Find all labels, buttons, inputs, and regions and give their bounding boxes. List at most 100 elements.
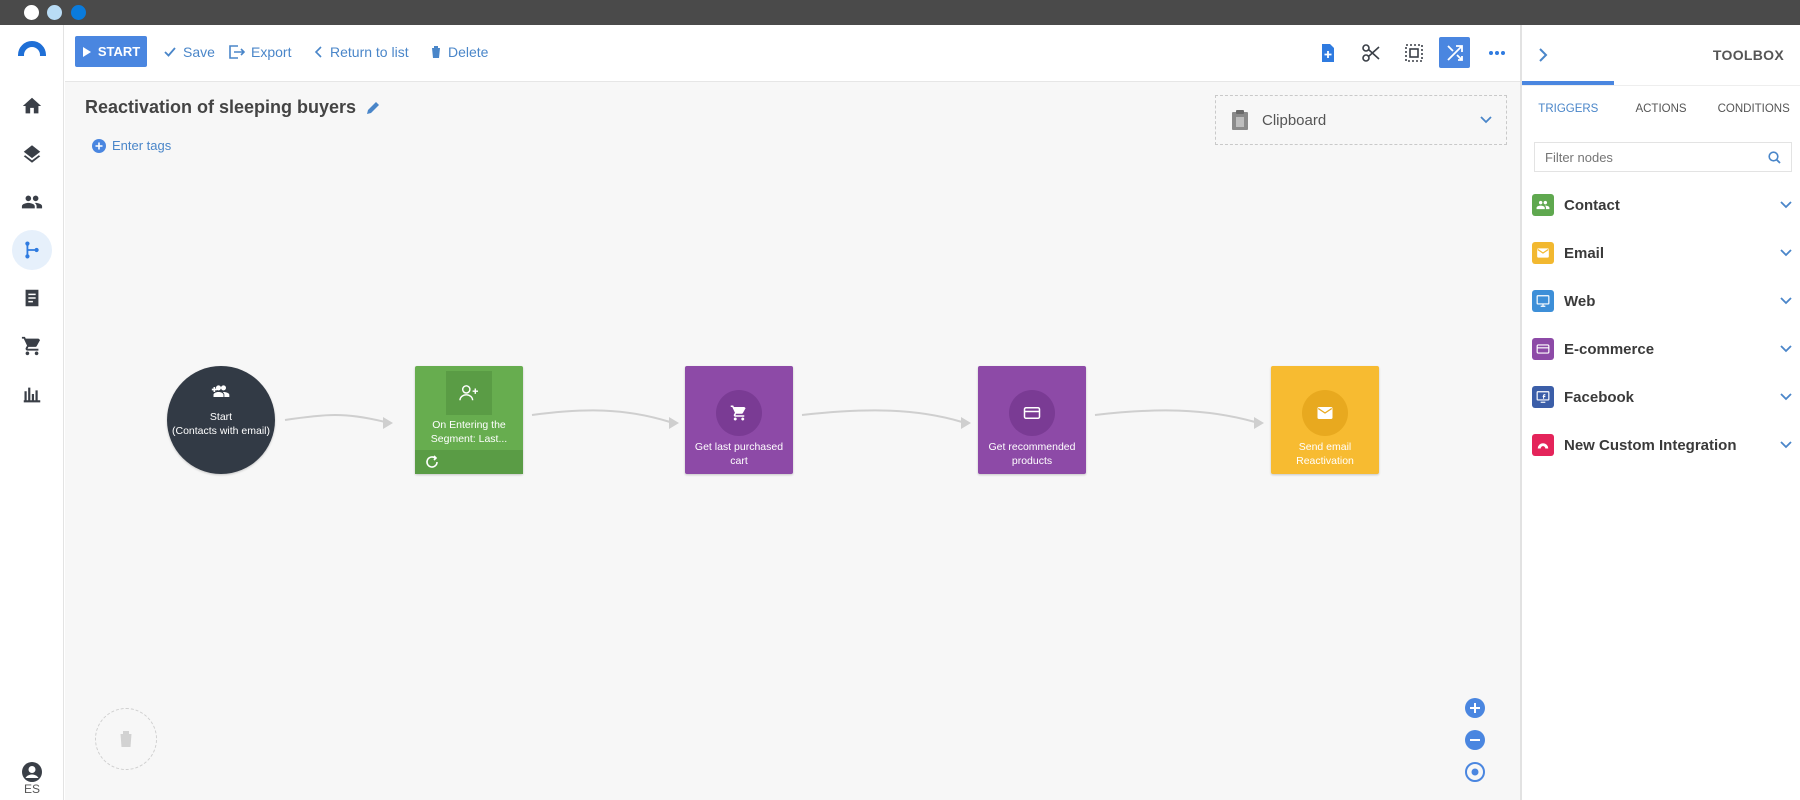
arrowhead-3 [961,417,971,429]
action-node-send-email[interactable]: Send email Reactivation [1271,366,1379,474]
zoom-out-button[interactable] [1465,730,1485,750]
trigger-icon-box [446,371,492,415]
nav-layers[interactable] [12,134,52,174]
edit-pencil-icon[interactable] [366,101,380,115]
ecommerce-category-icon [1532,338,1554,360]
workflow-icon [25,241,39,259]
chevron-down-icon [1780,393,1792,401]
add-circle-icon [92,138,106,153]
export-icon [229,44,245,59]
category-contact-label: Contact [1564,196,1620,214]
workflow-title: Reactivation of sleeping buyers [85,97,380,118]
action2-label: Get recommended products [988,441,1076,468]
category-facebook-label: Facebook [1564,388,1635,406]
delete-button-label: Delete [448,43,489,60]
select-area-icon [1404,43,1423,62]
card-icon [1023,407,1041,419]
filter-nodes-input[interactable] [1545,149,1768,165]
category-web[interactable]: Web [1532,286,1792,316]
category-custom-integration-label: New Custom Integration [1564,436,1737,454]
chevron-down-icon[interactable] [1480,116,1492,124]
language-code[interactable]: ES [23,782,40,796]
category-facebook[interactable]: Facebook [1532,382,1792,412]
category-web-label: Web [1564,292,1596,310]
category-email[interactable]: Email [1532,238,1792,268]
toolbox-header: TOOLBOX [1522,25,1800,85]
center-view-button[interactable] [1465,762,1485,782]
auto-layout-button[interactable] [1439,37,1470,68]
trigger-node-label: On Entering the Segment: Last... [430,419,508,446]
filter-nodes-field[interactable] [1534,142,1792,172]
trash-icon [431,45,441,58]
nav-reports[interactable] [12,374,52,414]
window-minimize-dot[interactable] [47,5,62,20]
chevron-left-icon [314,45,322,58]
nav-home[interactable] [12,86,52,126]
window-maximize-dot[interactable] [71,5,86,20]
start-node[interactable]: Start (Contacts with email) [167,366,275,474]
toolbox-tabs: TRIGGERS ACTIONS CONDITIONS [1522,85,1800,132]
tab-triggers[interactable]: TRIGGERS [1538,103,1599,115]
search-icon[interactable] [1768,150,1781,164]
zoom-in-button[interactable] [1465,698,1485,718]
arrowhead-1 [383,417,393,429]
toolbox-title: TOOLBOX [1712,47,1784,63]
more-icon [1488,50,1505,55]
layers-icon [23,145,41,163]
window-titlebar [0,0,1800,25]
add-page-button[interactable] [1312,37,1343,68]
chevron-down-icon [1780,201,1792,209]
action-node-last-cart[interactable]: Get last purchased cart [685,366,793,474]
save-button[interactable]: Save [163,36,215,67]
segment-refresh-icon [426,455,438,468]
delete-button[interactable]: Delete [430,36,488,67]
category-ecommerce[interactable]: E-commerce [1532,334,1792,364]
play-icon [82,46,91,57]
select-area-button[interactable] [1398,37,1429,68]
tab-conditions[interactable]: CONDITIONS [1717,103,1790,115]
cart-icon [730,405,746,421]
trigger-node-segment[interactable]: On Entering the Segment: Last... [415,366,523,474]
start-node-label: Start (Contacts with email) [171,411,271,438]
clipboard-panel[interactable]: Clipboard [1215,95,1507,145]
arrowhead-4 [1254,417,1264,429]
workflow-canvas[interactable]: Reactivation of sleeping buyers Enter ta… [65,82,1520,800]
return-to-list-label: Return to list [330,43,409,60]
trash-drop-zone[interactable] [95,708,157,770]
start-button[interactable]: START [75,36,147,67]
collapse-panel-chevron-icon[interactable] [1538,48,1548,62]
more-options-button[interactable] [1481,37,1512,68]
document-icon [25,289,39,307]
window-close-dot[interactable] [24,5,39,20]
category-ecommerce-label: E-commerce [1564,340,1655,358]
export-button-label: Export [251,43,292,60]
return-to-list-button[interactable]: Return to list [314,36,409,67]
export-button[interactable]: Export [229,36,291,67]
reports-icon [23,387,41,403]
action3-label: Send email Reactivation [1296,441,1354,468]
add-contacts-icon [211,385,230,397]
chevron-down-icon [1780,345,1792,353]
tab-actions[interactable]: ACTIONS [1635,103,1687,115]
left-navigation: ES [0,25,64,800]
nav-ecommerce[interactable] [12,326,52,366]
category-contact[interactable]: Contact [1532,190,1792,220]
user-avatar[interactable] [20,760,44,784]
facebook-category-icon [1532,386,1554,408]
action2-icon-circle [1009,390,1055,436]
nav-documents[interactable] [12,278,52,318]
cut-icon [1361,43,1380,62]
chevron-down-icon [1780,441,1792,449]
nav-workflows[interactable] [12,230,52,270]
cut-button[interactable] [1355,37,1386,68]
flow-connectors [284,409,1264,429]
category-custom-integration[interactable]: New Custom Integration [1532,430,1792,460]
auto-layout-icon [1446,44,1463,61]
check-icon [164,46,176,57]
nav-contacts[interactable] [12,182,52,222]
action-node-recommended[interactable]: Get recommended products [978,366,1086,474]
save-button-label: Save [183,43,215,60]
enter-tags-link[interactable]: Enter tags [92,138,171,153]
app-logo[interactable] [17,40,47,56]
toolbox-panel: TOOLBOX TRIGGERS ACTIONS CONDITIONS Cont… [1520,25,1800,800]
